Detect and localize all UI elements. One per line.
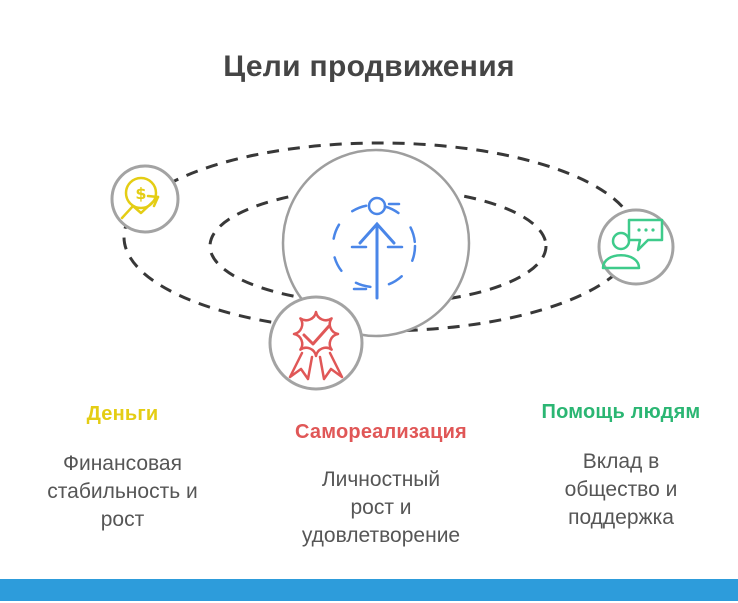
section-self-realization-line: удовлетворение [301, 524, 461, 547]
section-self-realization: Самореализация Личностный рост и удовлет… [262, 420, 500, 550]
section-money-line: Финансовая [63, 452, 182, 475]
person-growth-arrow-icon [331, 196, 417, 300]
bubble-dot-2 [644, 228, 648, 232]
orbit-ellipse-inner [208, 186, 548, 306]
footer-accent-bar [0, 579, 738, 601]
page-title: Цели продвижения [223, 50, 515, 83]
person-shoulders [601, 254, 641, 270]
section-money-heading: Деньги [86, 403, 159, 425]
award-ribbon-icon [288, 310, 344, 381]
section-self-realization-line: Личностный [321, 468, 441, 491]
bubble-dot-1 [637, 228, 641, 232]
arrow-head [358, 221, 396, 245]
section-helping-people-line: общество и [564, 478, 678, 501]
section-self-realization-heading: Самореализация [295, 421, 467, 443]
award-node [268, 295, 364, 391]
coin-circle [124, 176, 158, 210]
badge-checkmark [302, 324, 331, 346]
trend-arrow-head [146, 194, 160, 208]
section-helping-people-line: поддержка [568, 506, 674, 529]
section-helping-people-line: Вклад в [582, 450, 660, 473]
rosette-scalloped-badge [292, 310, 340, 358]
section-helping-people-heading: Помощь людям [541, 401, 701, 423]
section-money: Деньги Финансовая стабильность и рост [20, 402, 225, 534]
person-chat-icon [601, 218, 664, 270]
person-head-circle [367, 196, 387, 216]
money-node: $ [110, 164, 180, 234]
section-self-realization-line: рост и [350, 496, 412, 519]
money-circle [110, 164, 180, 234]
growth-dashed-circle [331, 203, 417, 289]
ribbon-tail-right [318, 351, 344, 381]
bubble-dot-3 [651, 228, 655, 232]
section-money-line: стабильность и [47, 480, 198, 503]
speech-bubble [627, 218, 664, 252]
coin-currency-symbol: $ [135, 184, 146, 203]
center-growth-node [281, 148, 471, 338]
section-money-line: рост [100, 508, 145, 531]
ribbon-tail-left [288, 351, 314, 381]
section-helping-people: Помощь людям Вклад в общество и поддержк… [508, 400, 734, 532]
trend-arrow-line [120, 195, 160, 220]
helping-people-node [597, 208, 675, 286]
coin-trend-up-icon: $ [120, 176, 160, 220]
award-circle [268, 295, 364, 391]
